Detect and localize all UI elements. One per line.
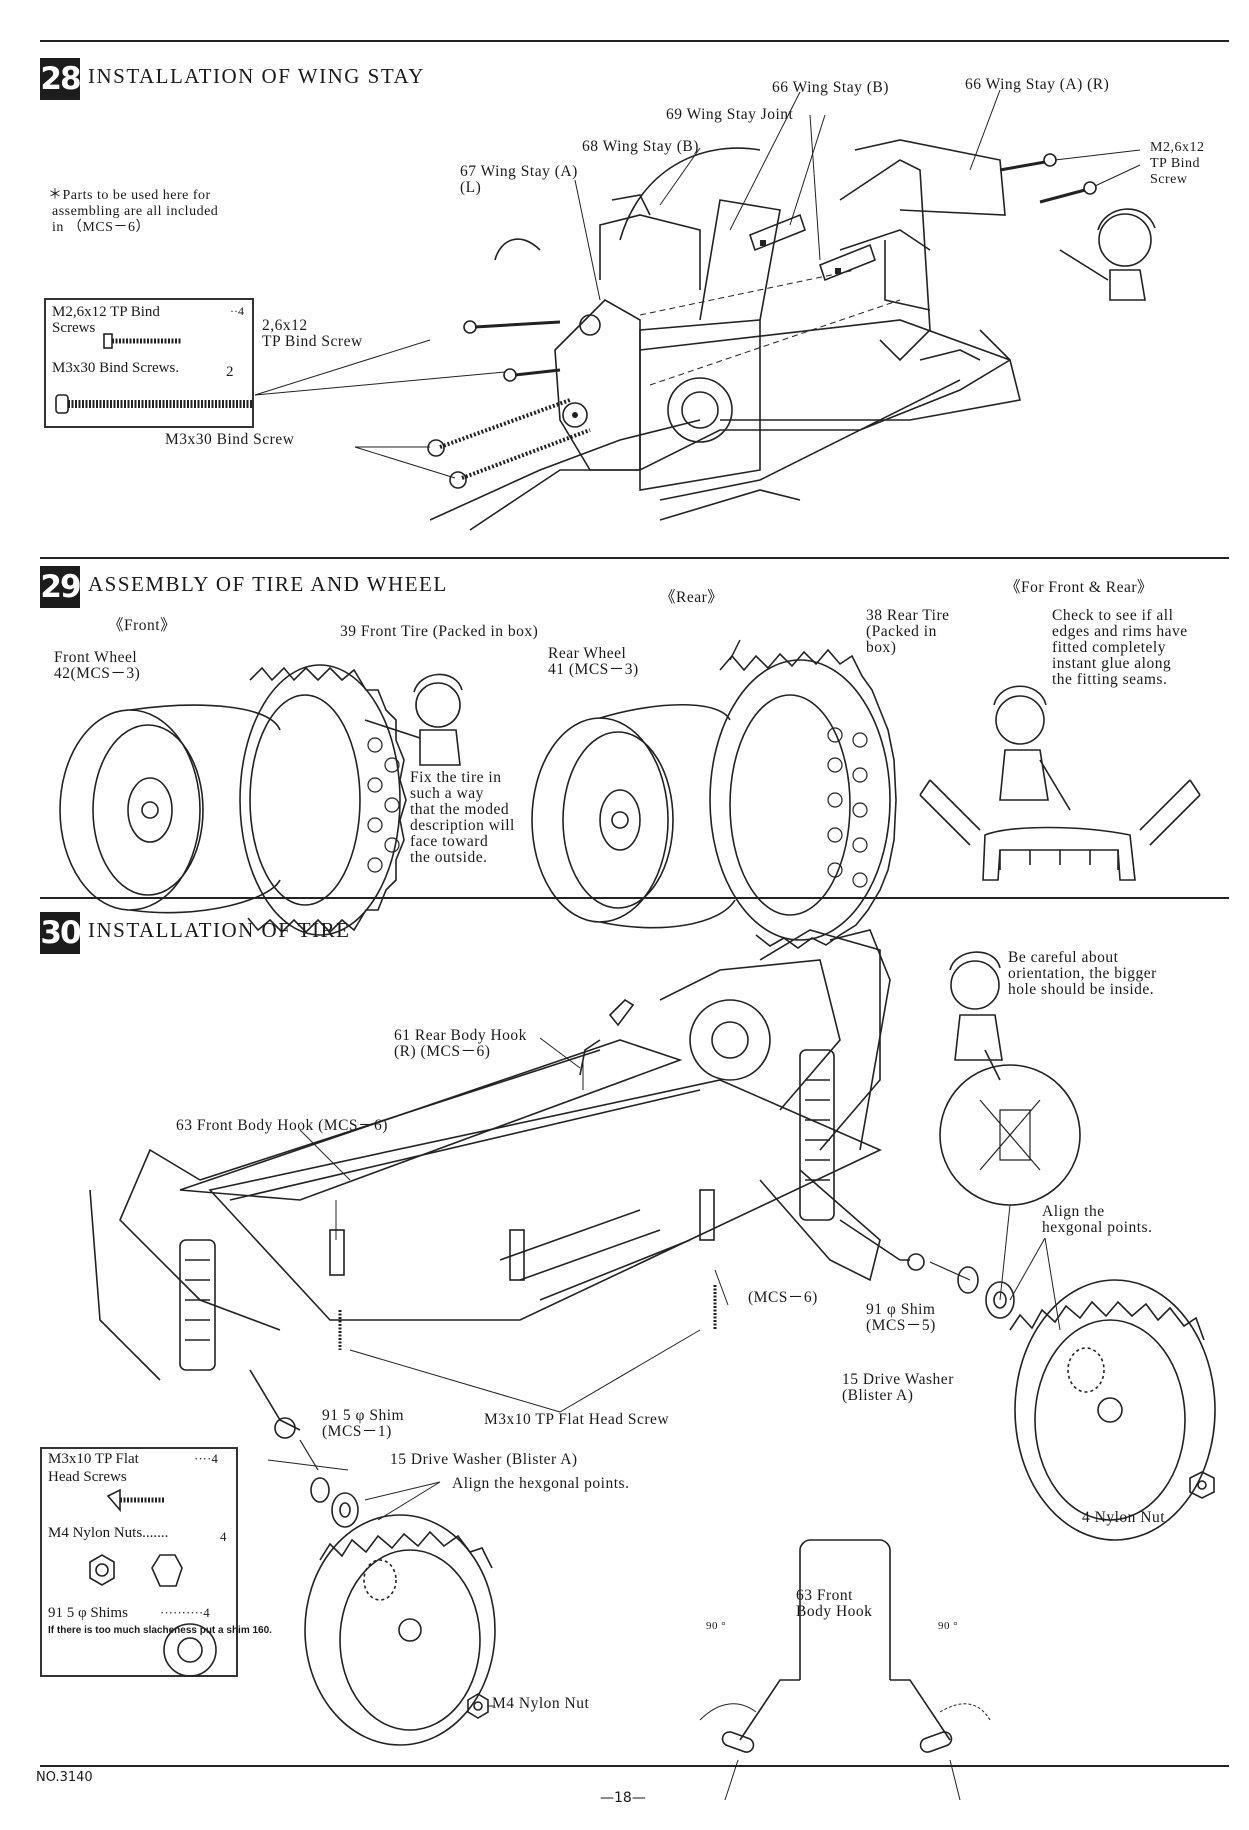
s28-note: ＊Parts to be used here for assembling ar… — [48, 188, 219, 235]
label-rear-body-hook: 61 Rear Body Hook (R) (MCS－6) — [394, 1027, 527, 1060]
s28-parts-item1: M2,6x12 TP Bind — [52, 304, 160, 320]
label-angle-b: 90 ° — [938, 1620, 959, 1632]
tire-knobs-front — [367, 737, 400, 873]
document-number: NO.3140 — [36, 1770, 93, 1785]
rule-29 — [40, 557, 1229, 559]
rule-30 — [40, 897, 1229, 899]
chassis-drawing — [89, 929, 1061, 1521]
s30-parts-item2-qty: 4 — [220, 1529, 227, 1544]
m4-nut-left — [467, 1693, 495, 1719]
s30-parts-item1: M3x10 TP Flat — [48, 1451, 139, 1467]
s28-screw-drawings — [55, 333, 254, 414]
label-front-tire: 39 Front Tire (Packed in box) — [340, 623, 539, 640]
s28-parts-item2-qty: 2 — [226, 364, 234, 380]
section-30-number: 30 — [40, 912, 82, 954]
label-align-right: Align the hexgonal points. — [1042, 1203, 1153, 1236]
section-30-title: INSTALLATION OF TIRE — [88, 918, 351, 942]
label-align-left: Align the hexgonal points. — [452, 1475, 630, 1492]
rear-wheel-drawing — [531, 703, 736, 929]
section-29-number: 29 — [40, 566, 82, 608]
label-rear-tire: 38 Rear Tire (Packed in box) — [866, 607, 950, 656]
mascot-glue — [993, 685, 1071, 811]
s30-parts-note: If there is too much slacheness put a sh… — [48, 1625, 272, 1636]
body-hook-detail — [699, 1539, 991, 1801]
label-m4-nut: M4 Nylon Nut — [492, 1695, 590, 1712]
top-rule — [40, 40, 1229, 42]
tire-right-drawing — [1009, 1279, 1216, 1541]
label-flat-head: M3x10 TP Flat Head Screw — [484, 1411, 670, 1428]
nylon-nut-right — [1189, 1471, 1215, 1499]
label-front-wheel: Front Wheel 42(MCS－3) — [54, 649, 141, 682]
label-careful: Be careful about orientation, the bigger… — [1008, 949, 1157, 998]
s28-parts-item1-qty: ··4 — [230, 304, 244, 318]
s30-parts-item2: M4 Nylon Nuts....... — [48, 1525, 169, 1541]
label-front-body-hook-detail: 63 Front Body Hook — [796, 1587, 873, 1620]
label-front: 《Front》 — [108, 617, 177, 634]
label-front-rear: 《For Front & Rear》 — [1005, 579, 1154, 596]
s30-parts-item3: 91 5 φ Shims — [48, 1605, 128, 1621]
tire-knobs-rear — [827, 727, 868, 888]
shim-washer-left — [310, 1477, 359, 1528]
label-nylon-nut-right: 4 Nylon Nut — [1082, 1509, 1165, 1526]
tire-left-drawing — [304, 1514, 496, 1746]
wing-stay-assembly-drawing — [254, 89, 1156, 531]
label-wing-stay-joint: 69 Wing Stay Joint — [666, 106, 794, 123]
rear-tire-drawing — [709, 648, 897, 949]
label-wing-stay-b: 68 Wing Stay (B) — [582, 138, 699, 155]
s30-parts-item1-qty: ····4 — [194, 1451, 218, 1466]
section-29-title: ASSEMBLY OF TIRE AND WHEEL — [88, 572, 448, 596]
front-wheel-drawing — [59, 704, 281, 914]
front-tire-drawing — [239, 664, 407, 936]
label-fix-note: Fix the tire in such a way that the mode… — [410, 769, 515, 866]
section-28-title: INSTALLATION OF WING STAY — [88, 64, 425, 88]
shim-washer-right — [957, 1266, 1015, 1319]
bottom-rule — [40, 1765, 1229, 1767]
label-rear-wheel: Rear Wheel 41 (MCS－3) — [548, 645, 639, 678]
section-28-number: 28 — [40, 58, 82, 100]
label-wing-stay-a-l: 67 Wing Stay (A) (L) — [460, 163, 578, 196]
glue-tire-section — [919, 779, 1201, 881]
s30-parts-drawings — [89, 1488, 217, 1677]
label-m3x30: M3x30 Bind Screw — [165, 431, 295, 448]
mascot-front — [364, 673, 463, 766]
label-wing-stay-a-r: 66 Wing Stay (A) (R) — [965, 76, 1110, 93]
s30-parts-item1-sub: Head Screws — [48, 1469, 127, 1485]
label-mcs6: (MCS－6) — [748, 1289, 818, 1306]
label-wing-stay-b-top: 66 Wing Stay (B) — [772, 79, 889, 96]
s28-parts-item2: M3x30 Bind Screws. — [52, 360, 180, 376]
label-drive-washer-left: 15 Drive Washer (Blister A) — [390, 1451, 578, 1468]
s30-parts-item3-qty: ··········4 — [160, 1605, 210, 1620]
label-angle-a: 90 ° — [706, 1620, 727, 1632]
label-check-note: Check to see if all edges and rims have … — [1052, 607, 1188, 688]
label-drive-washer-right: 15 Drive Washer (Blister A) — [842, 1371, 954, 1404]
label-shim-right: 91 φ Shim (MCS－5) — [866, 1301, 936, 1334]
label-m26-right: M2,6x12 TP Bind Screw — [1150, 140, 1205, 187]
label-rear: 《Rear》 — [660, 589, 724, 606]
mascot-orientation — [939, 951, 1081, 1301]
label-shim-5: 91 5 φ Shim (MCS－1) — [322, 1407, 405, 1440]
label-screw-26-left: 2,6x12 TP Bind Screw — [262, 317, 363, 350]
label-front-body-hook: 63 Front Body Hook (MCS－6) — [176, 1117, 388, 1134]
s28-parts-item1-sub: Screws — [52, 320, 96, 336]
s30-parts-box: M3x10 TP Flat ····4 Head Screws M4 Nylon… — [40, 1447, 272, 1677]
page-number: —18— — [600, 1790, 646, 1806]
